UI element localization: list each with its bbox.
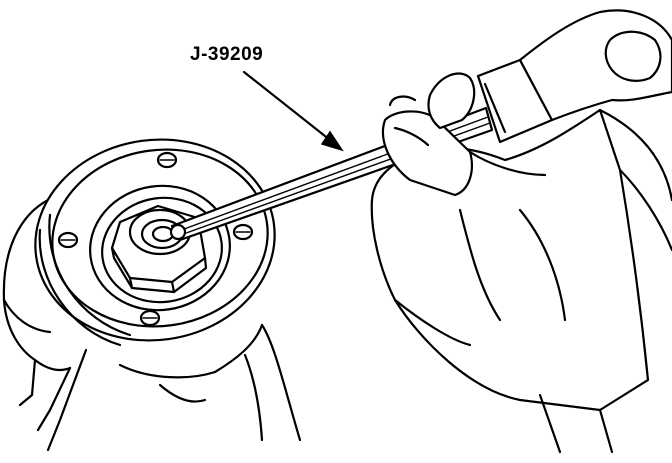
bolt-holes bbox=[57, 151, 254, 327]
tool-number-label: J-39209 bbox=[190, 44, 264, 65]
bolt-hole bbox=[156, 151, 178, 169]
tool-handle bbox=[476, 9, 672, 144]
bolt-hole bbox=[57, 231, 79, 249]
bolt-hole bbox=[232, 223, 254, 241]
hand bbox=[370, 72, 672, 454]
leader-arrow bbox=[242, 70, 344, 152]
bolt-hole bbox=[139, 309, 161, 327]
compressor-housing bbox=[2, 198, 302, 452]
